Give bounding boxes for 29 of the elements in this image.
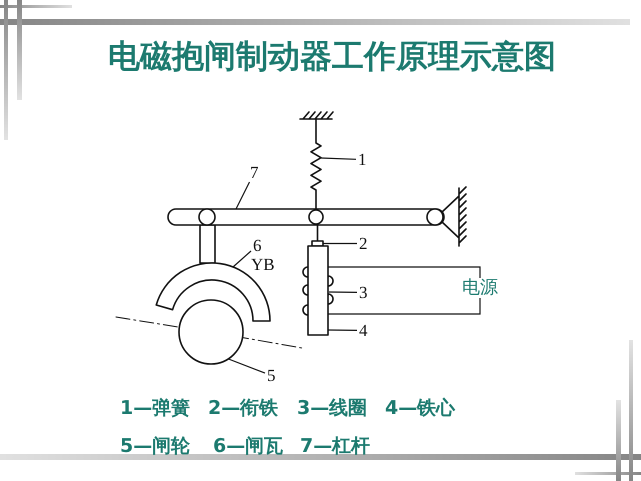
callout-number: 2: [359, 235, 368, 252]
callout-number: 1: [358, 151, 366, 168]
key-label: 1—弹簧: [120, 396, 190, 421]
key-label: 6—闸瓦: [213, 434, 284, 459]
model-label: YB: [251, 255, 275, 275]
key-label: 3—线圈: [297, 396, 368, 421]
callout-number: 4: [359, 322, 368, 339]
leader-line: [232, 250, 252, 268]
spring: [310, 118, 322, 211]
leader-line: [323, 242, 357, 244]
leader-line: [329, 291, 357, 293]
leader-line: [235, 182, 250, 210]
title: 电磁抱闸制动器工作原理示意图: [108, 37, 556, 76]
leader-line: [328, 329, 357, 331]
power-supply-label: 电源: [462, 279, 498, 297]
leader-line: [320, 157, 356, 160]
callout-number: 6: [253, 237, 262, 254]
wire: [328, 298, 481, 315]
wire: [328, 266, 481, 278]
callout-number: 3: [359, 284, 368, 301]
key-label: 2—衔铁: [208, 396, 278, 421]
key-label: 5—闸轮: [120, 434, 190, 459]
callout-number: 7: [250, 164, 258, 181]
key-label: 7—杠杆: [300, 434, 370, 459]
callout-number: 5: [267, 367, 276, 384]
leader-line: [228, 358, 266, 374]
brake-wheel: [178, 299, 244, 365]
key-label: 4—铁心: [385, 396, 456, 421]
iron-core: [307, 245, 329, 336]
